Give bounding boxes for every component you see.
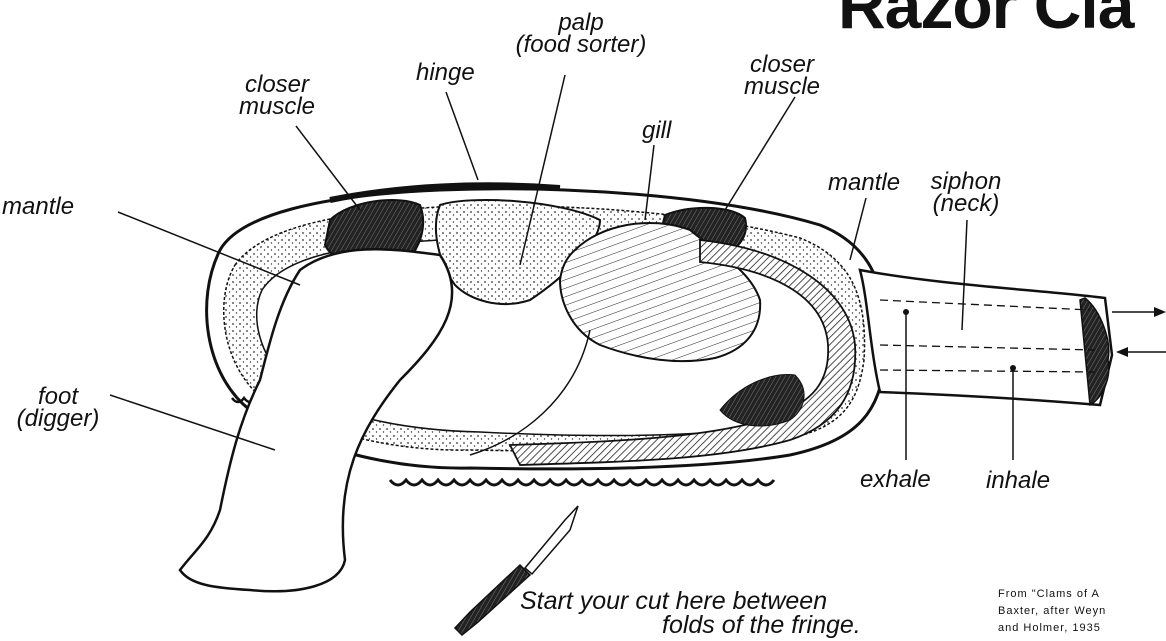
label-closer-left-2: muscle: [222, 96, 332, 118]
label-closer-muscle-left: closer muscle: [222, 74, 332, 118]
label-palp: palp (food sorter): [506, 12, 656, 56]
label-mantle-left: mantle: [2, 196, 74, 218]
source-credit-line2: Baxter, after Weyn: [998, 603, 1106, 620]
label-gill: gill: [642, 120, 671, 142]
label-inhale: inhale: [986, 470, 1050, 492]
inhale-arrowhead: [1116, 347, 1128, 357]
title: Razor Cla: [838, 0, 1133, 43]
source-credit-line3: and Holmer, 1935: [998, 620, 1106, 637]
label-closer-muscle-right: closer muscle: [727, 54, 837, 98]
exhale-arrowhead: [1154, 307, 1166, 317]
source-credit-line1: From "Clams of A: [998, 586, 1106, 603]
label-siphon-sub: (neck): [916, 193, 1016, 215]
label-foot-sub: (digger): [6, 408, 110, 430]
cut-instruction-line2: folds of the fringe.: [662, 612, 861, 638]
lower-fringe: [390, 480, 774, 485]
scalpel-icon: [455, 506, 578, 635]
label-closer-right-2: muscle: [727, 76, 837, 98]
label-hinge: hinge: [416, 62, 475, 84]
label-palp-sub: (food sorter): [506, 34, 656, 56]
label-siphon: siphon (neck): [916, 171, 1016, 215]
source-credit: From "Clams of A Baxter, after Weyn and …: [998, 586, 1106, 637]
siphon-shape: [860, 270, 1112, 405]
label-mantle-right: mantle: [828, 172, 900, 194]
label-foot: foot (digger): [6, 386, 110, 430]
label-exhale: exhale: [860, 469, 931, 491]
